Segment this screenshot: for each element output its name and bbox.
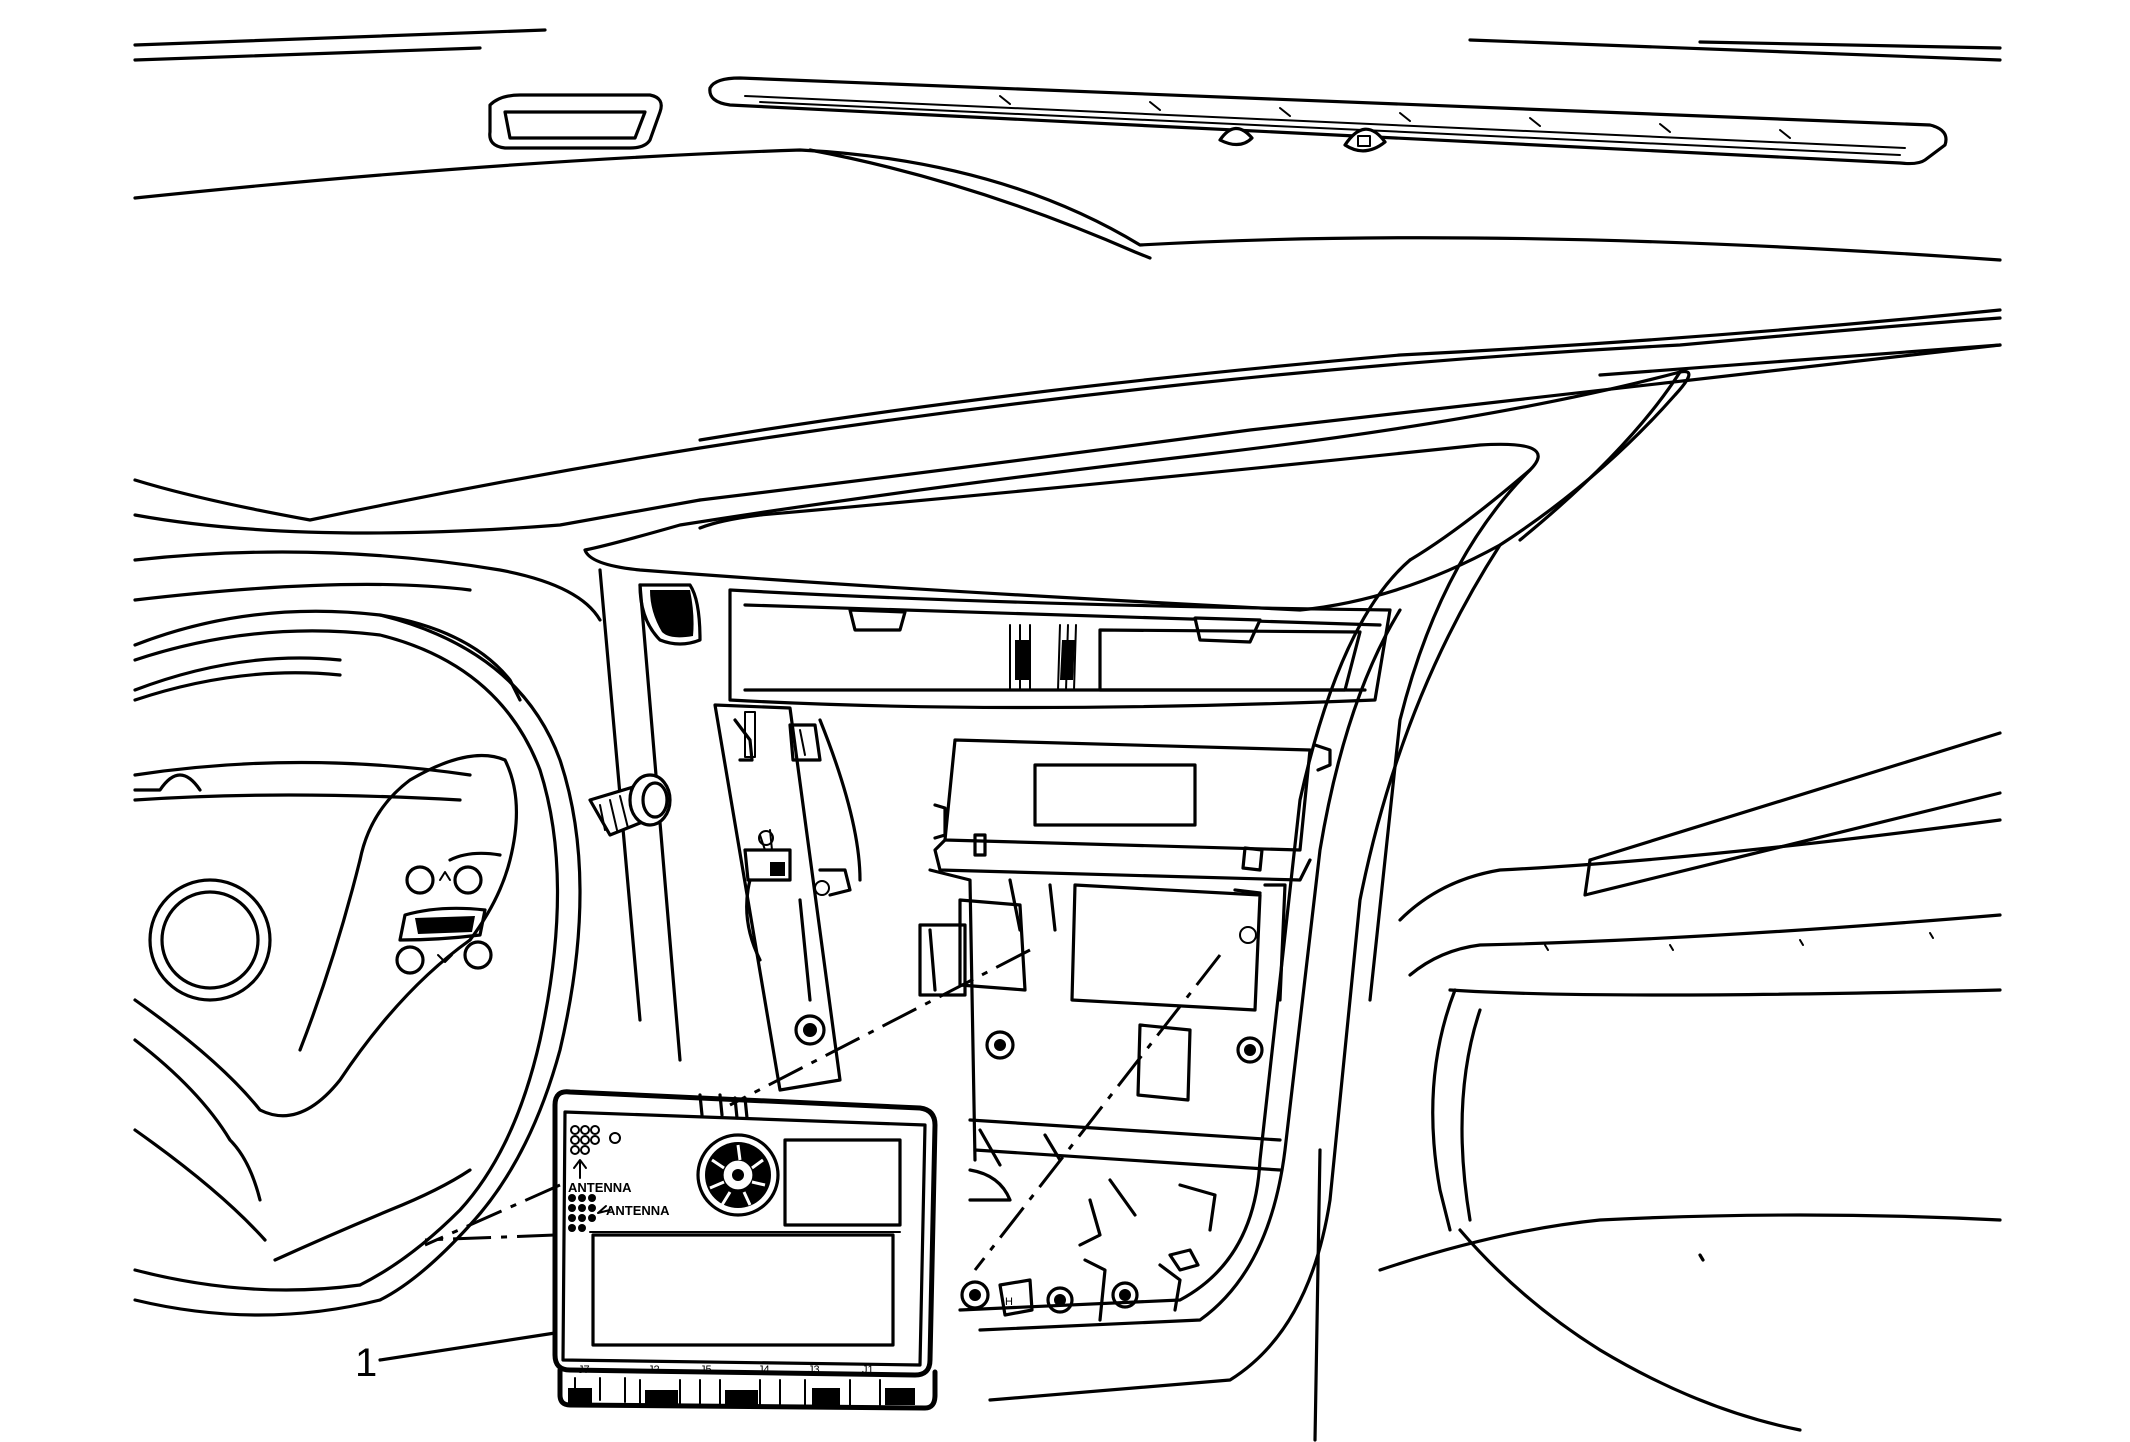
connector-j4: J4 [758, 1364, 770, 1376]
center-display-bezel [583, 343, 2002, 612]
radio-cavity-lower [928, 868, 1287, 1247]
sunload-sensor [1218, 126, 1387, 153]
radio-receiver-upper [933, 738, 1332, 882]
callout-1: 1 [355, 1331, 557, 1385]
antenna-label-side: ANTENNA [606, 1203, 670, 1218]
passenger-dash [1313, 731, 2002, 1442]
lower-console-fasteners: H [960, 1248, 1200, 1322]
steering-column-cluster [133, 550, 602, 802]
svg-text:H: H [1005, 1296, 1013, 1308]
connector-j1: J1 [862, 1364, 874, 1376]
defroster-vent-left [488, 93, 663, 150]
callout-label-1: 1 [355, 1341, 377, 1385]
antenna-connectors [568, 1125, 621, 1232]
steering-wheel [133, 609, 582, 1317]
connector-j7: J7 [578, 1364, 590, 1376]
windshield-upper-trim [133, 28, 2002, 62]
steering-wheel-controls [395, 851, 502, 975]
center-console-trim [598, 468, 1532, 1402]
steering-wheel-hub [133, 753, 519, 1262]
radio-cavity [713, 703, 967, 1092]
connector-j2: J2 [648, 1364, 660, 1376]
ignition-switch [588, 773, 672, 837]
dash-vent-center [728, 588, 1392, 710]
connector-j3: J3 [808, 1364, 820, 1376]
connector-j5: J5 [700, 1364, 712, 1376]
antenna-label-top: ANTENNA [568, 1180, 632, 1195]
upper-dash-pad [133, 148, 2002, 535]
dash-vent-left [638, 583, 702, 646]
defroster-vent-center [708, 76, 1948, 166]
radio-module: ANTENNA ANTENNA J7 J2 J5 J4 J3 J1 [552, 1089, 938, 1411]
installation-leaders [424, 948, 1222, 1271]
